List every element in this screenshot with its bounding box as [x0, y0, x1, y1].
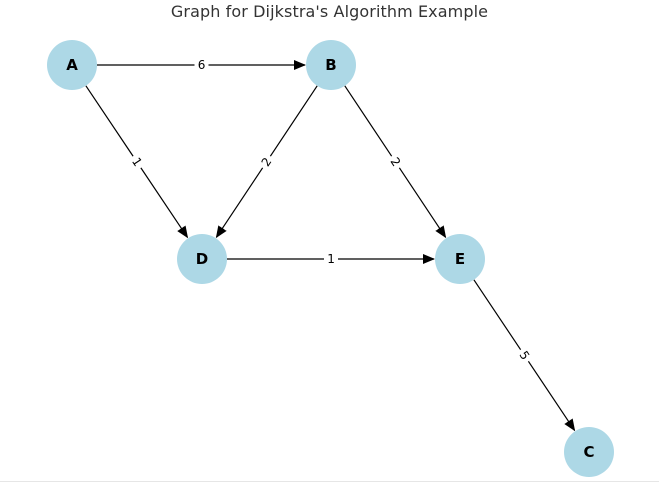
edges-layer: [85, 60, 576, 432]
node-circle: [435, 234, 485, 284]
nodes-layer: A B D E C: [47, 40, 614, 477]
edge-label-background: [255, 151, 278, 173]
edge-label-a-b: 6: [194, 57, 209, 73]
node-c: C: [564, 427, 614, 477]
edge-label-b-d: 2: [255, 151, 278, 173]
edge-label-background: [324, 251, 338, 267]
node-circle: [177, 234, 227, 284]
diagram-title: Graph for Dijkstra's Algorithm Example: [170, 2, 489, 21]
node-label: D: [196, 250, 208, 268]
edge-label-background: [126, 151, 148, 173]
node-e: E: [435, 234, 485, 284]
edge-weight: 1: [327, 252, 335, 266]
edge-weight: 6: [198, 58, 206, 72]
node-circle: [564, 427, 614, 477]
node-circle: [47, 40, 97, 90]
node-circle: [306, 40, 356, 90]
node-label: E: [455, 250, 465, 268]
node-a: A: [47, 40, 97, 90]
node-label: C: [583, 443, 594, 461]
node-label: A: [66, 56, 78, 74]
edge-label-d-e: 1: [324, 251, 338, 267]
edge-label-background: [194, 57, 209, 73]
node-label: B: [325, 56, 336, 74]
edge-label-background: [384, 151, 407, 173]
edge-labels-layer: 6 1 2 2 1 5: [126, 57, 536, 366]
bottom-divider: [0, 481, 659, 482]
edge-label-a-d: 1: [126, 151, 148, 173]
edge-label-e-c: 5: [513, 345, 536, 366]
edge-label-background: [513, 345, 536, 366]
node-d: D: [177, 234, 227, 284]
node-b: B: [306, 40, 356, 90]
edge-label-b-e: 2: [384, 151, 407, 173]
